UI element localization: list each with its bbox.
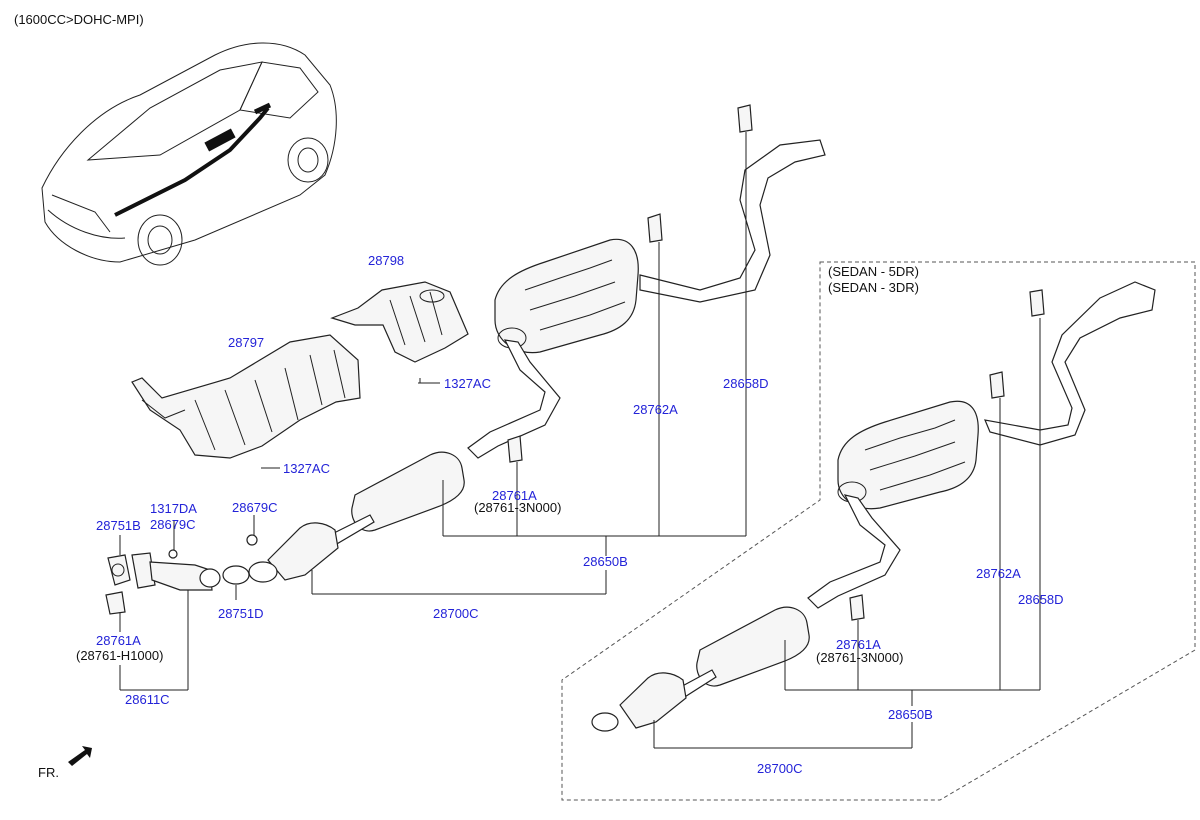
part-28751d[interactable]: 28751D xyxy=(218,606,264,621)
variant-label-5dr: (SEDAN - 5DR) xyxy=(828,264,919,279)
part-28761-3n000-mid: (28761-3N000) xyxy=(474,500,561,515)
sedan-part-28762a[interactable]: 28762A xyxy=(976,566,1021,581)
part-28761a-mid[interactable]: 28761A xyxy=(492,488,537,503)
sedan-variant-boundary xyxy=(561,261,1196,801)
part-28762a[interactable]: 28762A xyxy=(633,402,678,417)
part-28650b[interactable]: 28650B xyxy=(583,554,628,569)
front-arrow-icon xyxy=(68,746,92,766)
part-28658d[interactable]: 28658D xyxy=(723,376,769,391)
exhaust-manifold-28611c xyxy=(105,549,221,615)
part-28611c[interactable]: 28611C xyxy=(125,692,170,707)
part-28761-h1000: (28761-H1000) xyxy=(76,648,163,663)
part-28798[interactable]: 28798 xyxy=(368,253,404,268)
front-label: FR. xyxy=(38,765,59,780)
leader-lines-main xyxy=(119,132,747,691)
heat-protector-28798 xyxy=(330,281,469,363)
part-28761a-left[interactable]: 28761A xyxy=(96,633,141,648)
engine-spec-label: (1600CC>DOHC-MPI) xyxy=(14,12,144,27)
variant-label-3dr: (SEDAN - 3DR) xyxy=(828,280,919,295)
leader-lines-sedan xyxy=(653,318,1041,749)
heat-protector-28797 xyxy=(131,334,361,459)
part-28679c-left[interactable]: 28679C xyxy=(150,517,196,532)
part-28797[interactable]: 28797 xyxy=(228,335,264,350)
sedan-part-28761-3n000: (28761-3N000) xyxy=(816,650,903,665)
sedan-part-28700c[interactable]: 28700C xyxy=(757,761,803,776)
sedan-part-28650b[interactable]: 28650B xyxy=(888,707,933,722)
sedan-part-28761a[interactable]: 28761A xyxy=(836,637,881,652)
part-1317da[interactable]: 1317DA xyxy=(150,501,197,516)
vehicle-illustration xyxy=(41,42,337,266)
part-1327ac-lower[interactable]: 1327AC xyxy=(283,461,330,476)
part-28700c[interactable]: 28700C xyxy=(433,606,479,621)
part-28751b[interactable]: 28751B xyxy=(96,518,141,533)
part-28679c-mid[interactable]: 28679C xyxy=(232,500,278,515)
exhaust-system-sedan xyxy=(591,281,1156,732)
part-1327ac-upper[interactable]: 1327AC xyxy=(444,376,491,391)
sedan-part-28658d[interactable]: 28658D xyxy=(1018,592,1064,607)
front-direction-indicator: FR. xyxy=(38,746,92,780)
